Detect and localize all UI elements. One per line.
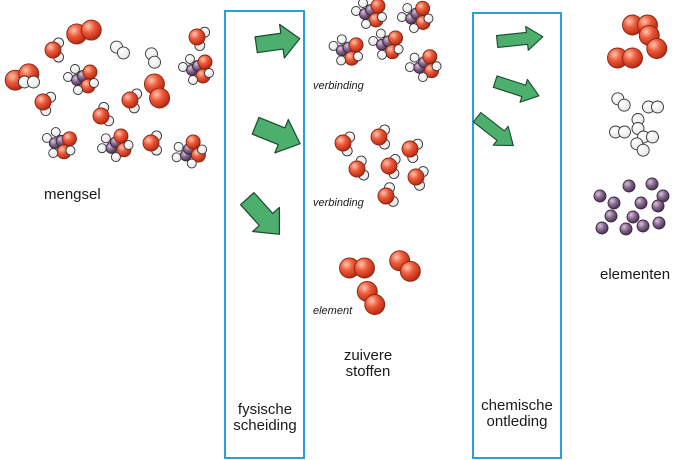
purple-atom (622, 179, 636, 193)
compound-molecule (178, 54, 214, 85)
hydrogen-molecule (642, 100, 664, 114)
arrow-to-white-element (492, 75, 540, 103)
water-molecule (401, 138, 424, 164)
chemical-decomposition-box (472, 12, 562, 459)
oxygen-molecule (143, 73, 171, 109)
oxygen-molecule (356, 281, 386, 315)
purple-atom (593, 189, 607, 203)
compound-molecule (404, 49, 442, 83)
hydrogen-molecule (145, 47, 161, 69)
arrow-to-compound-a (254, 23, 301, 59)
physical-separation-line-2: scheiding (233, 416, 297, 434)
arrow-to-element (239, 192, 280, 235)
oxygen-molecule (607, 47, 643, 69)
compound-molecule (368, 28, 404, 60)
mixture-label: mengsel (44, 186, 101, 203)
elements-label: elementen (600, 266, 671, 283)
water-molecule (142, 130, 162, 156)
water-molecule (348, 155, 370, 181)
hydrogen-molecule (110, 40, 130, 60)
water-molecule (44, 37, 64, 63)
physical-separation-line-1: fysische (237, 401, 293, 418)
chemical-decomposition-line-1: chemische (481, 397, 553, 414)
purple-atom (595, 221, 609, 235)
oxygen-molecule (339, 257, 375, 279)
compound-molecule (171, 134, 208, 169)
hydrogen-molecule (609, 125, 631, 139)
compound-molecule (328, 34, 364, 66)
pure-substances-line-1: zuivere (343, 347, 393, 364)
purple-atom (645, 177, 659, 191)
water-molecule (121, 88, 143, 114)
purple-atom (619, 222, 633, 236)
molecule-layer (4, 0, 670, 315)
purple-atom (604, 209, 618, 223)
oxygen-molecule (66, 19, 102, 45)
compound-a-label: verbinding (313, 80, 364, 92)
hydrogen-molecule (630, 137, 650, 157)
water-molecule (380, 153, 401, 179)
purple-atom (607, 196, 621, 210)
purple-atom (634, 196, 648, 210)
arrow-to-compound-b (251, 116, 301, 154)
water-molecule (334, 131, 356, 157)
compound-molecule (396, 0, 434, 34)
compound-molecule (351, 0, 387, 29)
water-molecule (377, 182, 399, 207)
hydrogen-molecule (611, 92, 631, 112)
arrow-to-purple-element (472, 111, 514, 147)
chemical-decomposition-line-2: ontleding (486, 412, 548, 430)
purple-atom (651, 199, 665, 213)
compound-b-label: verbinding (313, 197, 364, 209)
water-molecule (34, 91, 57, 117)
pure-substances-line-2: stoffen (345, 362, 391, 380)
compound-molecule (41, 127, 77, 160)
pure-substances-label: zuivere stoffen (325, 348, 411, 380)
hydrogen-molecule (18, 75, 40, 89)
purple-atom (652, 216, 666, 230)
purple-atom (636, 219, 650, 233)
compound-molecule (63, 64, 99, 95)
water-molecule (92, 101, 115, 127)
compound-molecule (97, 128, 134, 162)
oxygen-molecule (389, 250, 421, 282)
element-group-label: element (313, 305, 353, 317)
water-molecule (370, 124, 390, 150)
physical-separation-box (224, 10, 305, 459)
arrow-to-red-element (495, 25, 544, 51)
purple-atom (626, 210, 640, 224)
water-molecule (188, 26, 211, 52)
physical-separation-label: fysische scheiding (226, 402, 304, 434)
oxygen-molecule (638, 25, 668, 59)
water-molecule (407, 166, 429, 191)
chemical-decomposition-label: chemische ontleding (474, 398, 560, 430)
